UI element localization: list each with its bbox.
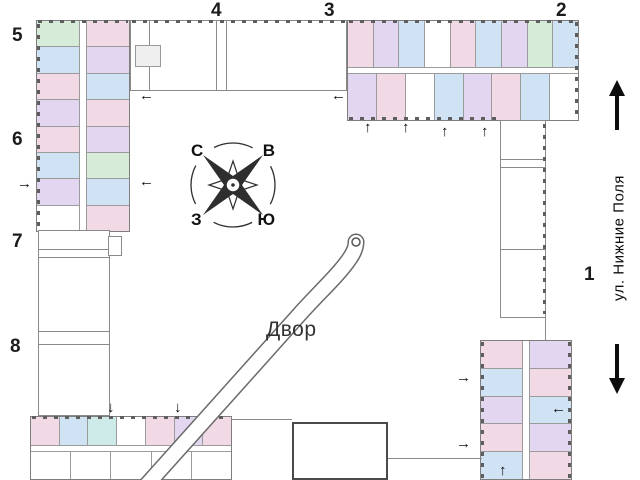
entrance-arrow-left: ← — [139, 173, 154, 190]
wall-line — [226, 21, 227, 91]
section-number-2: 2 — [556, 0, 567, 21]
compass-east-label: В — [262, 141, 275, 160]
entrance-arrow-up: ↑ — [441, 123, 449, 140]
wall-line — [216, 21, 217, 91]
section-number-1: 1 — [584, 264, 595, 285]
entrance-arrow-left: ← — [331, 87, 346, 104]
entrance-arrow-right: → — [17, 175, 32, 192]
window-ticks — [575, 22, 578, 119]
apartment-units-row — [31, 451, 231, 479]
path-end-marker — [351, 237, 361, 247]
compass-rose: С В З Ю — [178, 130, 288, 240]
entrance-arrow-up: ↑ — [481, 123, 489, 140]
entrance-arrow-left: ← — [139, 87, 154, 104]
building-section-1-wing[interactable] — [500, 120, 546, 318]
building-bottom-left[interactable] — [30, 416, 232, 480]
compass-south-label: Ю — [257, 210, 275, 229]
building-section-5-6[interactable] — [36, 20, 130, 232]
entrance-arrow-up: ↑ — [364, 119, 372, 136]
wall-line — [39, 344, 109, 345]
corridor — [79, 21, 87, 231]
apartment-units-row — [348, 74, 578, 120]
apartment-units-row — [348, 21, 578, 67]
corridor — [31, 444, 231, 452]
courtyard-label: Двор — [266, 318, 317, 341]
window-ticks — [38, 20, 128, 23]
wall-line — [39, 331, 109, 332]
building-section-4-wing[interactable] — [130, 20, 347, 91]
compass-north-label: С — [191, 141, 204, 160]
street-arrow-down-icon — [609, 344, 625, 394]
entrance-arrow-down: ↓ — [174, 399, 182, 416]
apartment-units-column — [530, 341, 571, 479]
apartment-units-column — [37, 21, 79, 231]
apartment-units-column — [481, 341, 522, 479]
section-number-4: 4 — [211, 0, 222, 21]
section-number-6: 6 — [12, 129, 23, 150]
wall-line — [39, 257, 109, 258]
window-ticks — [568, 342, 571, 478]
section-number-8: 8 — [10, 336, 21, 357]
wall-line — [388, 458, 482, 459]
apartment-units-column — [87, 21, 129, 231]
apartment-units-row — [31, 417, 231, 445]
window-ticks — [349, 117, 499, 120]
building-section-1-lower[interactable] — [480, 340, 572, 480]
building-section-7-8-wing[interactable] — [38, 230, 110, 416]
entrance-arrow-right: → — [456, 369, 471, 386]
corridor — [348, 67, 578, 74]
section-number-5: 5 — [12, 25, 23, 46]
entrance-arrow-down: ↓ — [107, 399, 115, 416]
wall-line — [232, 419, 292, 420]
window-ticks — [349, 20, 577, 23]
compass-star-icon — [190, 142, 276, 228]
section-number-3: 3 — [324, 0, 335, 21]
entrance-arrow-right: → — [456, 435, 471, 452]
entrance-arrow-up: ↑ — [402, 119, 410, 136]
window-ticks — [32, 416, 230, 419]
compass-west-label: З — [191, 210, 202, 229]
section-number-7: 7 — [12, 231, 23, 252]
entrance-arrow-left: ← — [551, 400, 566, 417]
corridor — [522, 341, 530, 479]
building-section-3-2[interactable] — [347, 20, 579, 121]
window-ticks — [543, 124, 546, 314]
wall-line — [501, 159, 545, 160]
wall-line — [501, 167, 545, 168]
street-name-label: ул. Нижние Поля — [610, 175, 628, 301]
window-ticks — [481, 342, 484, 478]
entrance-arrow-up: ↑ — [499, 462, 507, 479]
wall-line — [39, 249, 109, 250]
wall-line — [545, 318, 546, 340]
window-ticks — [132, 20, 345, 23]
central-lobby-block[interactable] — [292, 422, 388, 480]
street-arrow-up-icon — [609, 80, 625, 130]
window-ticks — [37, 24, 40, 228]
stair-bump — [108, 236, 122, 256]
wall-line — [501, 249, 545, 250]
stair-core — [135, 45, 161, 67]
